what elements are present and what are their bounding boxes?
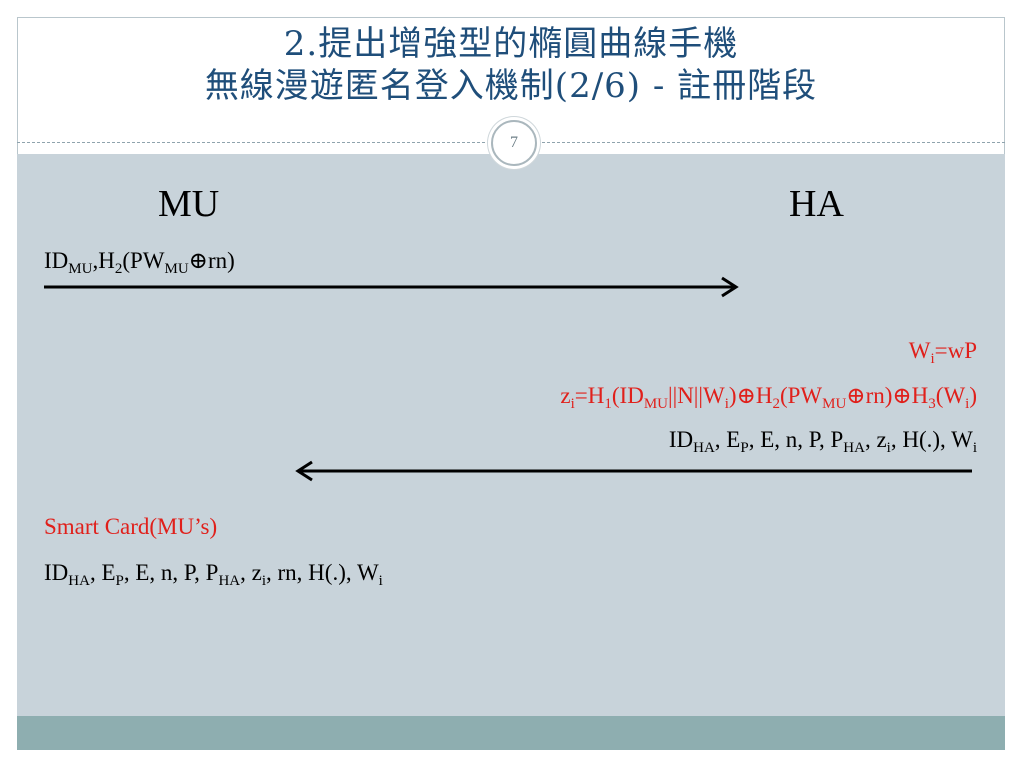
message-2-label: IDHA, EP, E, n, P, PHA, zi, H(.), Wi xyxy=(668,427,977,456)
smart-card-contents: IDHA, EP, E, n, P, PHA, zi, rn, H(.), Wi xyxy=(44,560,383,589)
arrow-left xyxy=(295,460,972,482)
footer-bar xyxy=(17,716,1005,750)
message-1-label: IDMU,H2(PWMU⊕rn) xyxy=(44,248,235,277)
arrow-right xyxy=(44,276,739,298)
page-number-badge: 7 xyxy=(491,120,537,166)
content-area xyxy=(17,154,1005,716)
title-line-2: 無線漫遊匿名登入機制(2/6) - 註冊階段 xyxy=(204,66,818,106)
wi-formula: Wi=wP xyxy=(908,338,977,367)
page-number: 7 xyxy=(510,134,518,151)
party-ha: HA xyxy=(789,183,844,225)
title-line-1: 2.提出增強型的橢圓曲線手機 xyxy=(283,24,739,64)
smart-card-label: Smart Card(MU’s) xyxy=(44,514,218,539)
zi-formula: zi=H1(IDMU||N||Wi)⊕H2(PWMU⊕rn)⊕H3(Wi) xyxy=(560,383,977,412)
slide-title: 2.提出增強型的橢圓曲線手機 無線漫遊匿名登入機制(2/6) - 註冊階段 xyxy=(17,17,1005,143)
party-mu: MU xyxy=(158,183,220,225)
